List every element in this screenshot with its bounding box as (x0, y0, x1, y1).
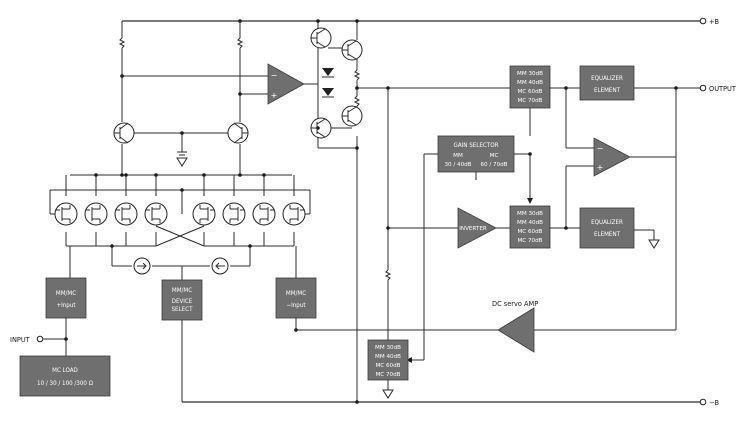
gain-block-upper (509, 65, 551, 109)
jfet-1 (54, 202, 78, 226)
mc-load-block (19, 355, 111, 397)
svg-text:INVERTER: INVERTER (459, 226, 487, 232)
svg-text:EQUALIZER: EQUALIZER (591, 219, 623, 226)
jfet-4 (144, 202, 168, 226)
svg-text:+: + (271, 91, 278, 100)
svg-text:−Input: −Input (286, 302, 306, 309)
gain-block-lower (367, 339, 409, 381)
input-stage-wiring (118, 21, 268, 175)
bias-diode-lower (322, 88, 334, 96)
svg-text:MC 60dB: MC 60dB (375, 363, 400, 369)
svg-text:10 / 30 / 100 /300 Ω: 10 / 30 / 100 /300 Ω (37, 380, 94, 387)
svg-text:MM 30dB: MM 30dB (517, 211, 543, 217)
neg-supply-terminal (699, 398, 707, 406)
svg-text:ELEMENT: ELEMENT (594, 231, 621, 238)
svg-text:MM 40dB: MM 40dB (517, 80, 543, 86)
svg-text:MM/MC: MM/MC (56, 290, 76, 297)
mm-mc-plus-input-block (45, 277, 87, 319)
output-terminal (699, 84, 707, 92)
svg-text:MM/MC: MM/MC (172, 287, 192, 294)
equalizer-element-lower (579, 207, 635, 249)
svg-text:MM 40dB: MM 40dB (517, 220, 543, 226)
svg-text:MM 30dB: MM 30dB (375, 345, 401, 351)
svg-text:MC 60dB: MC 60dB (517, 89, 542, 95)
junction-dots (64, 19, 678, 404)
dc-servo-amp (497, 307, 535, 353)
dc-servo-label: DC servo AMP (492, 300, 538, 308)
device-select-block (161, 279, 203, 321)
jfet-8 (282, 202, 306, 226)
jfet-6 (222, 202, 246, 226)
bias-diode-upper (322, 68, 334, 76)
svg-text:MM: MM (453, 153, 463, 159)
output-label: OUTPUT (709, 85, 737, 93)
gain-block-middle (509, 205, 551, 249)
svg-text:EQUALIZER: EQUALIZER (591, 75, 623, 82)
input-label: INPUT (10, 336, 31, 344)
svg-text:MM/MC: MM/MC (286, 290, 306, 297)
svg-text:−: − (271, 71, 278, 80)
svg-text:MC 70dB: MC 70dB (375, 372, 400, 378)
jfet-7 (252, 202, 276, 226)
svg-text:MC 60dB: MC 60dB (517, 229, 542, 235)
pos-supply-terminal (699, 17, 707, 25)
svg-text:60 / 70dB: 60 / 70dB (480, 162, 507, 168)
voltage-amp-opamp (267, 63, 305, 105)
svg-text:+Input: +Input (56, 302, 76, 309)
equalizer-element-upper (579, 65, 635, 101)
jfet-5 (192, 202, 216, 226)
inverter-amp (457, 207, 497, 249)
svg-text:MC LOAD: MC LOAD (52, 367, 78, 374)
svg-text:DEVICE: DEVICE (172, 298, 193, 305)
svg-text:MM 40dB: MM 40dB (375, 354, 401, 360)
svg-text:MC: MC (490, 153, 499, 159)
gain-selector-block (437, 135, 515, 173)
jfet-3 (114, 202, 138, 226)
svg-text:30 / 40dB: 30 / 40dB (444, 162, 471, 168)
mm-mc-minus-input-block (275, 277, 317, 319)
svg-text:+: + (597, 163, 604, 172)
jfet-array-wiring (49, 174, 311, 278)
input-terminal (36, 335, 44, 343)
jfet-2 (84, 202, 108, 226)
gain-chain-wiring (382, 87, 677, 399)
svg-text:MM 30dB: MM 30dB (517, 71, 543, 77)
jfet-array (54, 202, 306, 226)
svg-text:SELECT: SELECT (172, 306, 194, 313)
svg-text:GAIN SELECTOR: GAIN SELECTOR (454, 142, 499, 149)
svg-text:ELEMENT: ELEMENT (594, 87, 621, 94)
svg-text:MC 70dB: MC 70dB (517, 238, 542, 244)
pos-supply-label: +B (709, 18, 720, 26)
svg-text:−: − (597, 144, 604, 153)
neg-supply-label: −B (709, 399, 720, 407)
svg-text:MC 70dB: MC 70dB (517, 98, 542, 104)
summing-opamp (593, 137, 631, 177)
